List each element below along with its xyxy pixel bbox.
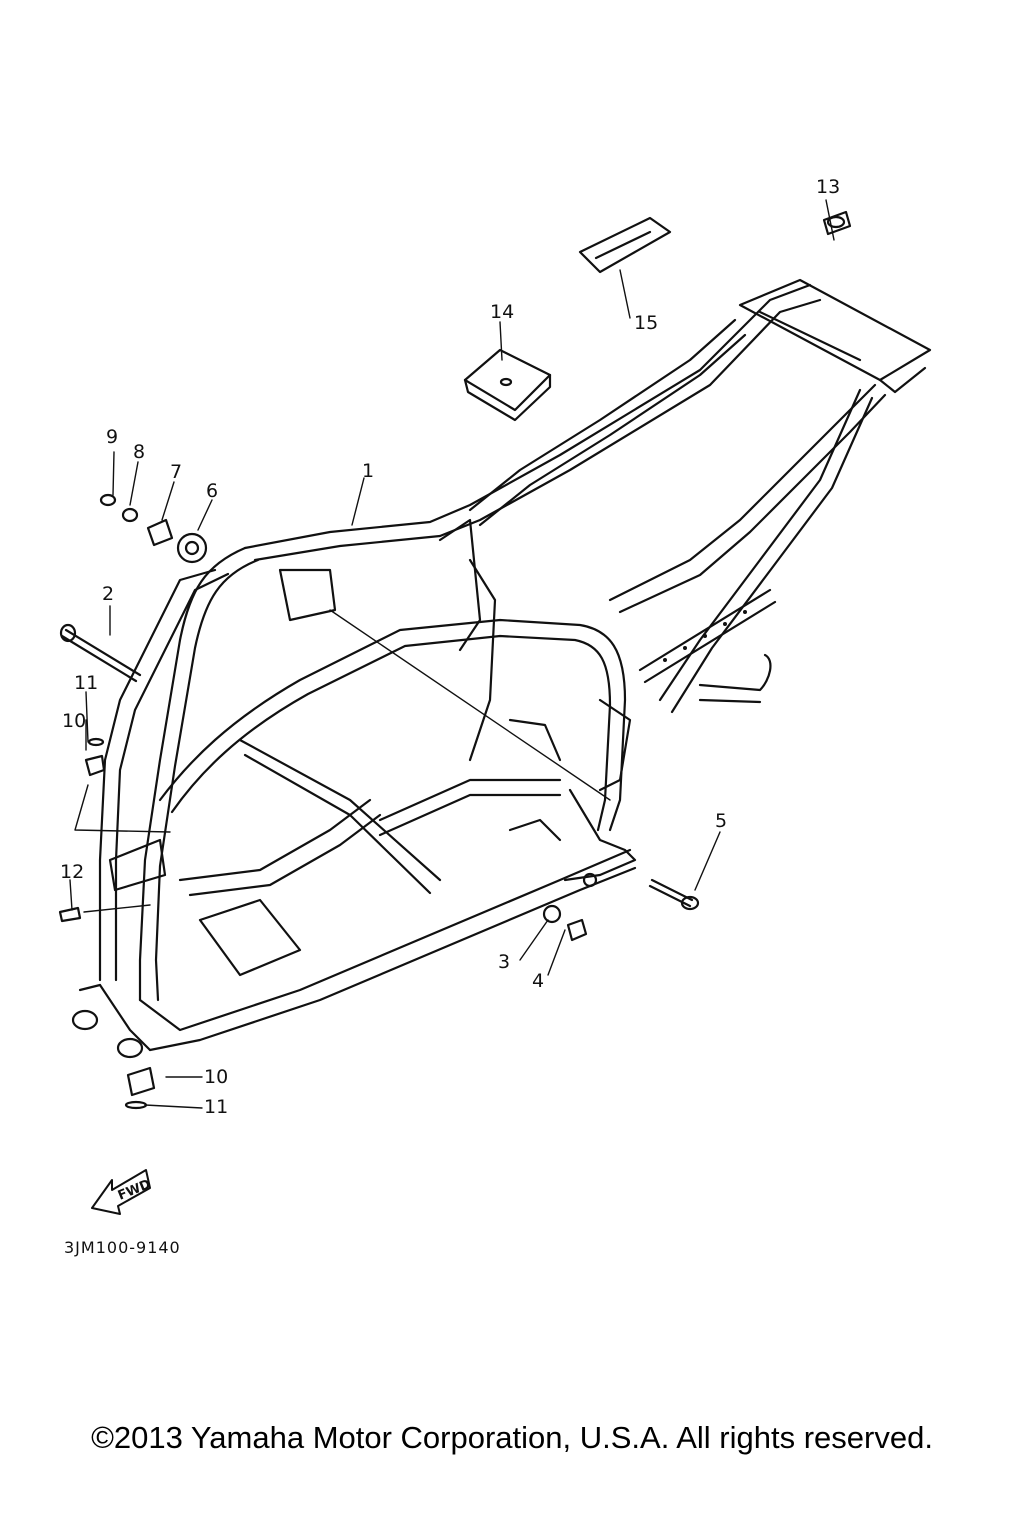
fwd-label: FWD: [116, 1177, 153, 1204]
callout-11-upper: 11: [74, 672, 99, 694]
callout-10-lower: 10: [204, 1066, 229, 1088]
leader-lines: [69, 199, 835, 1109]
callout-5: 5: [715, 810, 728, 832]
callout-15: 15: [634, 312, 659, 334]
fwd-arrow-icon: FWD: [91, 1169, 153, 1215]
callout-1: 1: [362, 460, 375, 482]
callout-14: 14: [490, 301, 515, 323]
callout-12: 12: [60, 861, 85, 883]
callout-13: 13: [816, 176, 841, 198]
copyright-notice: ©2013 Yamaha Motor Corporation, U.S.A. A…: [91, 1420, 933, 1455]
callout-4: 4: [532, 970, 545, 992]
small-parts: [58, 210, 852, 1110]
callout-9: 9: [106, 426, 119, 448]
callout-7: 7: [170, 461, 183, 483]
callout-2: 2: [102, 583, 115, 605]
callout-3: 3: [498, 951, 511, 973]
callout-10-upper: 10: [62, 710, 87, 732]
callout-6: 6: [206, 480, 219, 502]
callout-8: 8: [133, 441, 146, 463]
callout-11-lower: 11: [204, 1096, 229, 1118]
main-frame: [71, 278, 932, 1059]
part-code: 3JM100-9140: [64, 1238, 181, 1257]
